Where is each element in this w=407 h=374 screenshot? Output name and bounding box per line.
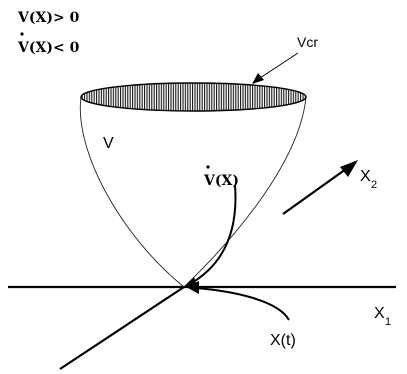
condition-vpositive-text: V(X)> 0 [17,10,80,26]
xt-label: X(t) [270,332,296,349]
x1-label-group: X 1 [374,305,391,328]
vcr-ellipse [80,82,307,112]
x2-axis [282,168,347,215]
condition-vdot-negative: V(X)< 0 [17,32,80,56]
vdot-label: V(X) [203,173,239,189]
x2-arrowhead [340,160,358,177]
x2-label: X [360,168,371,185]
xt-trajectory [195,287,290,321]
vcr-label: Vcr [297,34,318,50]
vcr-pointer-arrowhead [252,73,264,84]
vdot-label-group: V(X) [203,165,239,189]
condition-vdot-negative-text: V(X)< 0 [17,40,80,56]
bowl-surface [79,96,307,288]
xt-trajectory-arrowhead [186,281,199,294]
cond2-dot [20,32,24,36]
x1-subscript: 1 [385,316,391,328]
vcr-pointer-line [259,52,299,79]
x2-subscript: 2 [371,179,377,191]
x2-label-group: X 2 [360,168,377,191]
vdot-label-dot [206,165,210,169]
x3-axis-lower [59,286,185,370]
v-label: V [103,135,114,152]
vdot-trajectory [189,184,237,285]
x1-label: X [374,305,385,322]
condition-vpositive: V(X)> 0 [17,10,80,26]
